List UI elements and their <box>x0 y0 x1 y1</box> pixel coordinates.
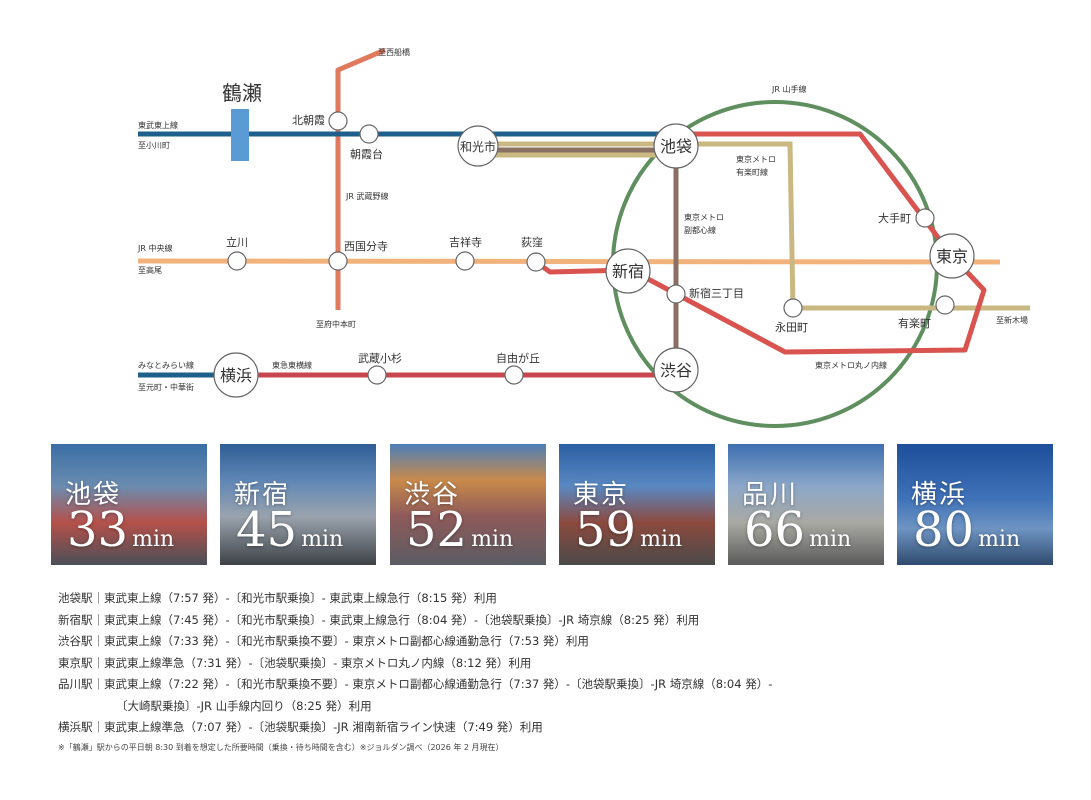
station-kitaasaka: 北朝霞 <box>292 114 325 127</box>
station-jiyugaoka: 自由が丘 <box>496 351 540 365</box>
station-marker-shinjuku-sanchome <box>666 284 686 304</box>
label-fukutoshin-1: 東京メトロ <box>684 212 724 222</box>
card-name: 池袋 <box>65 480 122 510</box>
station-shinjuku-sanchome: 新宿三丁目 <box>689 286 744 300</box>
station-shinjuku: 新宿 <box>612 262 644 281</box>
station-nishikokubunji: 西国分寺 <box>344 240 388 253</box>
station-tachikawa: 立川 <box>226 235 248 249</box>
route-shinjuku: 新宿駅｜東武東上線（7:45 発）-〔和光市駅乗換〕- 東武東上線急行（8:04… <box>58 612 700 627</box>
station-ogikubo: 荻窪 <box>521 235 543 249</box>
route-list: 池袋駅｜東武東上線（7:57 発）-〔和光市駅乗換〕- 東武東上線急行（8:15… <box>58 588 772 739</box>
label-jr-musashino: JR 武蔵野線 <box>345 191 388 201</box>
label-tokyu-toyoko: 東急東横線 <box>272 360 312 370</box>
station-marker-wakoshi <box>457 125 499 167</box>
station-yokohama: 横浜 <box>220 366 252 385</box>
station-otemachi: 大手町 <box>878 211 911 225</box>
station-tokyo: 東京 <box>936 247 968 266</box>
chuo-line <box>137 258 1001 265</box>
station-marker-ogikubo <box>526 252 546 272</box>
label-minatomirai: みなとみらい線 <box>138 360 194 370</box>
station-marker-ikebukuro <box>653 123 699 169</box>
station-kichijoji: 吉祥寺 <box>449 235 482 249</box>
tsuruse-marker <box>231 109 249 161</box>
station-shibuya: 渋谷 <box>660 361 692 380</box>
label-to-fuchuhommachi: 至府中本町 <box>316 319 356 329</box>
label-tobu-tojo: 東武東上線 <box>138 120 178 130</box>
label-to-shinkiba: 至新木場 <box>996 315 1028 325</box>
station-nagatacho: 永田町 <box>775 320 808 334</box>
station-marker-otemachi <box>915 208 935 228</box>
card-name: 横浜 <box>911 480 968 510</box>
label-marunouchi: 東京メトロ丸ノ内線 <box>815 360 887 370</box>
station-marker-jiyugaoka <box>504 365 524 385</box>
station-marker-asakadai <box>359 124 379 144</box>
route-ikebukuro: 池袋駅｜東武東上線（7:57 発）-〔和光市駅乗換〕- 東武東上線急行（8:15… <box>58 591 497 605</box>
route-shinagawa-cont: 〔大崎駅乗換〕-JR 山手線内回り（8:25 発）利用 <box>116 698 372 713</box>
card-name: 東京 <box>573 480 630 510</box>
station-ikebukuro: 池袋 <box>660 137 692 156</box>
station-marker-shibuya <box>653 347 699 393</box>
station-musashikosugi: 武蔵小杉 <box>358 351 402 365</box>
card-name: 新宿 <box>234 480 291 510</box>
route-shinagawa: 品川駅｜東武東上線（7:22 発）-〔和光市駅乗換不要〕- 東京メトロ副都心線通… <box>58 677 773 691</box>
station-marker-nishikokubunji <box>328 251 348 271</box>
card-name: 渋谷 <box>404 480 461 510</box>
station-marker-tokyo <box>929 233 975 279</box>
station-marker-nagatacho <box>783 298 803 318</box>
label-yurakucho-1: 東京メトロ <box>736 154 776 164</box>
label-to-nishifunabashi: 至西船橋 <box>378 47 410 57</box>
station-wakoshi: 和光市 <box>460 139 496 154</box>
station-marker-yurakucho <box>935 295 955 315</box>
map-title: 鶴瀬 <box>222 81 262 105</box>
route-tokyo: 東京駅｜東武東上線準急（7:31 発）-〔池袋駅乗換〕- 東京メトロ丸ノ内線（8… <box>58 655 532 670</box>
marunouchi-line <box>534 131 987 355</box>
station-marker-kichijoji <box>455 251 475 271</box>
route-shibuya: 渋谷駅｜東武東上線（7:33 発）-〔和光市駅乗換不要〕- 東京メトロ副都心線通… <box>58 634 589 648</box>
station-marker-kitaasaka <box>328 111 348 131</box>
station-marker-musashikosugi <box>367 365 387 385</box>
yurakucho-line <box>478 141 1030 311</box>
footnote: ※「鶴瀬」駅からの平日朝 8:30 到着を想定した所要時間（乗換・待ち時間を含む… <box>58 743 504 752</box>
label-jr-yamanote: JR 山手線 <box>771 84 806 94</box>
route-yokohama: 横浜駅｜東武東上線準急（7:07 発）-〔池袋駅乗換〕-JR 湘南新宿ライン快速… <box>58 720 543 734</box>
label-to-motomachi: 至元町・中華街 <box>138 382 194 392</box>
station-marker-tachikawa <box>227 251 247 271</box>
card-name: 品川 <box>742 480 799 510</box>
musashino-line <box>335 47 386 310</box>
label-to-ogawamachi: 至小川町 <box>138 141 170 150</box>
label-fukutoshin-2: 副都心線 <box>684 225 716 235</box>
route-map: 鶴瀬 和光市 池袋 新宿 東京 渋谷 横浜 北朝霞 朝霞台 立川 <box>137 47 1030 428</box>
label-yurakucho-2: 有楽町線 <box>736 167 768 177</box>
station-marker-yokohama <box>213 352 259 398</box>
label-to-takao: 至高尾 <box>138 265 162 275</box>
station-marker-shinjuku <box>605 248 651 294</box>
station-yurakucho: 有楽町 <box>898 316 931 330</box>
station-asakadai: 朝霞台 <box>350 147 383 161</box>
label-jr-chuo: JR 中央線 <box>137 243 172 253</box>
